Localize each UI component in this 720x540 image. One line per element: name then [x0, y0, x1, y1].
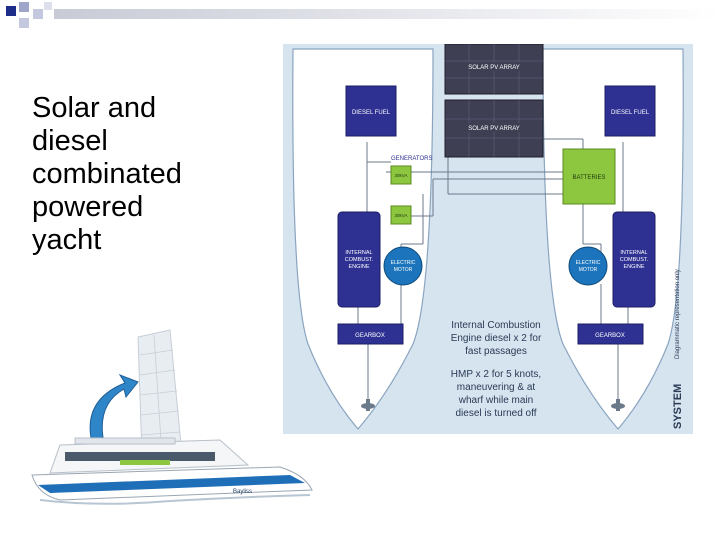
motor-right: ELECTRIC MOTOR	[568, 246, 608, 286]
gearbox-right-label: GEARBOX	[595, 333, 625, 339]
rotation-arrow-icon	[89, 373, 139, 444]
gearbox-left: GEARBOX	[337, 323, 404, 345]
gearbox-left-label: GEARBOX	[355, 333, 385, 339]
note-hmp-1: HMP x 2 for 5 knots,	[451, 369, 541, 380]
yacht-logo-band	[120, 460, 170, 465]
yacht-illustration: Bayliss	[31, 329, 313, 505]
batteries: BATTERIES	[562, 148, 616, 205]
propeller-left-icon	[361, 399, 375, 411]
slide-title: Solar and diesel combinated powered yach…	[32, 92, 182, 256]
wing-sail-panels	[139, 334, 181, 457]
solar-array-top-label: SOLAR PV ARRAY	[468, 65, 520, 71]
side-caption-label: Diagrammatic representation only	[675, 269, 681, 359]
generator-1-label: 30kVA	[395, 173, 408, 178]
generator-2: 30kVA	[390, 205, 412, 225]
engine-right-label-1: INTERNAL	[620, 250, 647, 256]
top-decor-bar	[6, 2, 720, 28]
gearbox-right: GEARBOX	[577, 323, 644, 345]
engine-left-label-2: COMBUST.	[345, 257, 374, 263]
yacht-windows	[65, 452, 215, 461]
decor-square	[33, 9, 43, 19]
decor-gradient-line	[54, 9, 720, 19]
generator-1: 30kVA	[390, 165, 412, 185]
diesel-fuel-right: DIESEL FUEL	[604, 85, 656, 137]
water-splash	[39, 494, 311, 505]
motor-left-label-1: ELECTRIC	[391, 260, 416, 266]
note-engine-2: Engine diesel x 2 for	[451, 333, 542, 344]
diesel-fuel-left: DIESEL FUEL	[345, 85, 397, 137]
note-hmp-2: maneuvering & at	[457, 382, 536, 393]
solar-array-mid-label: SOLAR PV ARRAY	[468, 126, 520, 132]
batteries-label: BATTERIES	[573, 175, 606, 181]
generators-label: GENERATORS	[391, 156, 432, 162]
note-engine-3: fast passages	[465, 346, 527, 357]
diesel-fuel-right-label: DIESEL FUEL	[611, 110, 650, 116]
note-hmp-3: wharf while main	[458, 395, 533, 406]
ship-name-label: Bayliss	[233, 489, 252, 495]
yacht-hull-stripe	[38, 475, 305, 493]
motor-right-label-2: MOTOR	[579, 267, 598, 273]
decor-square	[6, 6, 16, 16]
decor-square	[19, 2, 29, 12]
yacht-upper-deck	[74, 437, 176, 445]
engine-right-label-3: ENGINE	[623, 264, 644, 270]
side-system-label: SYSTEM	[672, 384, 684, 429]
generator-2-label: 30kVA	[395, 213, 408, 218]
diesel-fuel-left-label: DIESEL FUEL	[352, 110, 391, 116]
propulsion-system-diagram: SOLAR PV ARRAY SOLAR PV ARRAY DIESEL FUE…	[283, 44, 693, 434]
solar-array-mid: SOLAR PV ARRAY	[444, 99, 544, 158]
motor-left: ELECTRIC MOTOR	[383, 246, 423, 286]
motor-right-label-1: ELECTRIC	[576, 260, 601, 266]
propeller-right-icon	[611, 399, 625, 411]
engine-right-label-2: COMBUST.	[620, 257, 649, 263]
engine-left: INTERNAL COMBUST. ENGINE	[337, 211, 381, 308]
motor-left-label-2: MOTOR	[394, 267, 413, 273]
engine-left-label-3: ENGINE	[348, 264, 369, 270]
decor-square	[44, 2, 52, 10]
engine-left-label-1: INTERNAL	[345, 250, 372, 256]
decor-square	[19, 18, 29, 28]
solar-array-top: SOLAR PV ARRAY	[444, 44, 544, 95]
engine-right: INTERNAL COMBUST. ENGINE	[612, 211, 656, 308]
note-hmp-4: diesel is turned off	[456, 408, 537, 419]
note-engine-1: Internal Combustion	[451, 320, 541, 331]
